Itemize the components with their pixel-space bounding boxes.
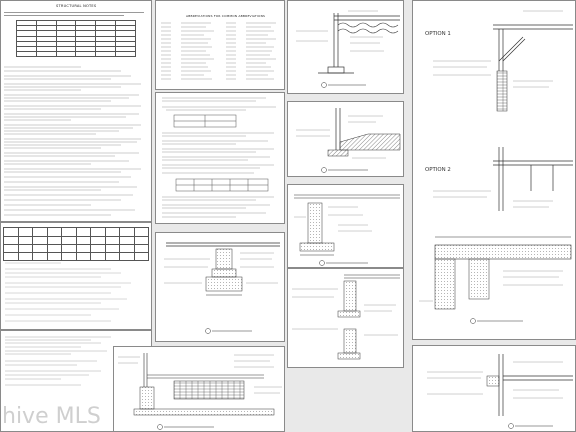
- wall-section-detail-2: [287, 101, 404, 177]
- wall-section-detail-1: [287, 0, 404, 94]
- general-notes-title: STRUCTURAL NOTES: [56, 4, 97, 8]
- foundation-notes-content: [162, 97, 276, 218]
- footing-section-drawing: [294, 194, 400, 266]
- porch-beam-drawing: [427, 354, 573, 429]
- watermark-text: hive MLS: [2, 404, 101, 429]
- notes-text-lines: [4, 66, 141, 216]
- stepped-footing-detail: [287, 268, 404, 368]
- pier-footing-detail: [155, 232, 285, 342]
- option-1-label: OPTION 1: [425, 31, 451, 37]
- pier-footing-drawing: [164, 242, 280, 334]
- notes-table: [16, 19, 136, 58]
- abbreviations-list: [161, 22, 276, 80]
- footing-section-detail: [287, 184, 404, 268]
- grade-beam-drawing: [118, 353, 282, 430]
- wall-section-drawing-2: [296, 108, 401, 173]
- general-notes-panel: STRUCTURAL NOTES: [0, 0, 152, 222]
- foundation-notes-panel: [155, 92, 285, 224]
- grade-beam-detail: [113, 346, 285, 432]
- lintel-schedule-table: [3, 227, 149, 261]
- lintel-notes-lines: [5, 262, 131, 322]
- wall-section-drawing-1: [296, 10, 400, 88]
- porch-options-drawing: [419, 10, 573, 324]
- abbreviations-title: ABBREVIATIONS FOR COMMON ABBREVIATIONS: [186, 14, 266, 18]
- stepped-footing-drawing: [292, 274, 400, 360]
- porch-options-panel: OPTION 1 OPTION 2: [412, 0, 576, 340]
- option-2-label: OPTION 2: [425, 167, 451, 173]
- lintel-schedule-panel: [0, 222, 152, 330]
- abbreviations-panel: ABBREVIATIONS FOR COMMON ABBREVIATIONS: [155, 0, 285, 90]
- porch-beam-detail: [412, 345, 576, 432]
- wind-notes-lines: [5, 336, 111, 386]
